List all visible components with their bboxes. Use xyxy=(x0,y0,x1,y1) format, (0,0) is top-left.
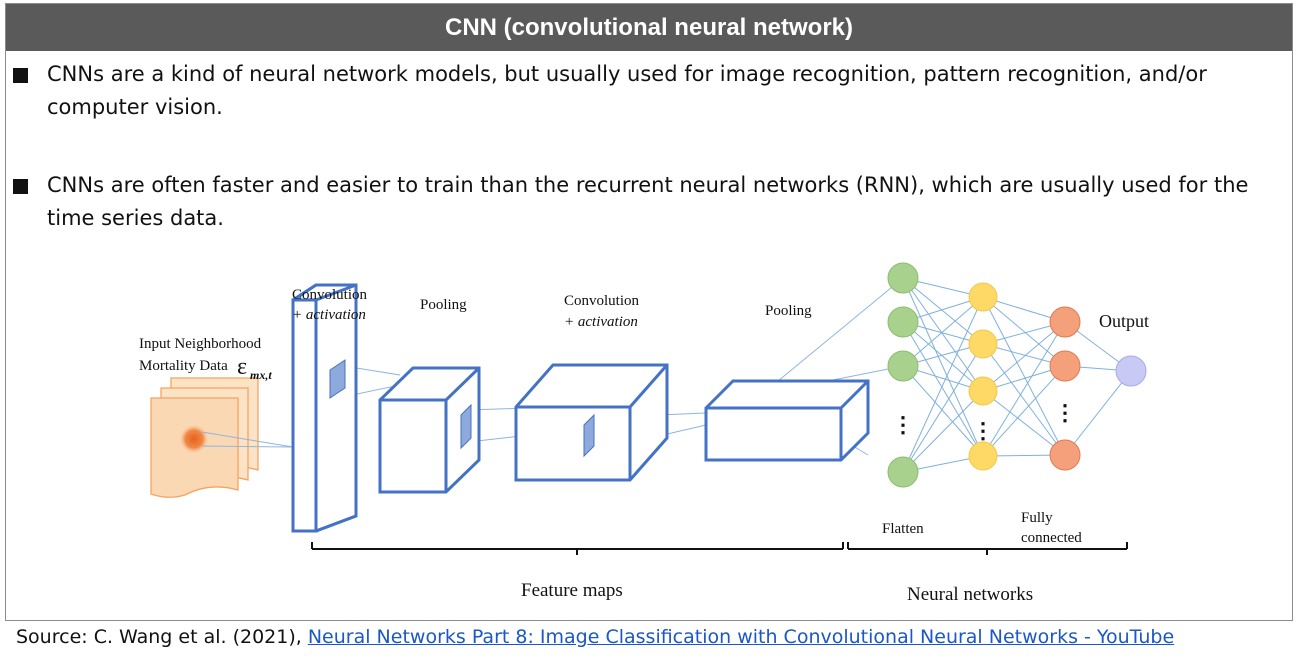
fully-label-line1: Fully xyxy=(1021,510,1053,526)
pool1-label: Pooling xyxy=(420,297,467,313)
hidden-ellipsis: ⋮ xyxy=(972,418,994,443)
conv1-activation-label: + activation xyxy=(292,307,366,323)
source-prefix: Source: C. Wang et al. (2021), xyxy=(16,626,308,648)
bullet-square-icon xyxy=(13,68,28,83)
pool1-box xyxy=(378,366,481,494)
conv2-label: Convolution xyxy=(564,293,640,309)
hidden-node xyxy=(968,329,998,359)
output-label: Output xyxy=(1099,311,1149,331)
flatten-node xyxy=(887,456,919,488)
input-symbol-subscript: mx,t xyxy=(250,368,272,382)
flatten-node xyxy=(887,350,919,382)
pool2-label: Pooling xyxy=(765,303,812,319)
source-citation: Source: C. Wang et al. (2021), Neural Ne… xyxy=(16,622,1174,652)
bullet-text: CNNs are a kind of neural network models… xyxy=(47,62,1207,119)
conv2-kernel xyxy=(583,413,595,458)
fc-node xyxy=(1049,350,1081,382)
slide-title: CNN (convolutional neural network) xyxy=(6,4,1292,51)
conv1-kernel xyxy=(329,359,346,399)
flatten-label: Flatten xyxy=(882,521,924,537)
fc-node xyxy=(1049,306,1081,338)
input-label-line1: Input Neighborhood xyxy=(139,336,262,352)
input-data-stack xyxy=(150,377,259,498)
slide-frame: CNN (convolutional neural network) xyxy=(5,3,1293,621)
fc-ellipsis: ⋮ xyxy=(1054,400,1076,425)
flatten-ellipsis: ⋮ xyxy=(892,412,914,437)
pool2-box xyxy=(704,379,870,462)
conv1-label: Convolution xyxy=(292,287,368,303)
bullet-square-icon xyxy=(13,179,28,194)
conv1-slab xyxy=(291,283,358,533)
pool1-kernel xyxy=(460,403,472,450)
hidden-node xyxy=(968,441,998,471)
flatten-node xyxy=(887,306,919,338)
input-hotspot xyxy=(179,424,209,454)
fc-layer xyxy=(1049,306,1081,471)
conv2-activation-label: + activation xyxy=(564,314,638,330)
hidden-layer xyxy=(968,282,998,471)
input-label-line2: Mortality Data xyxy=(139,358,228,374)
bullet-text: CNNs are often faster and easier to trai… xyxy=(47,173,1249,230)
neural-networks-label: Neural networks xyxy=(907,584,1033,605)
output-node xyxy=(1115,355,1147,387)
hidden-node xyxy=(968,282,998,312)
neural-networks-brace xyxy=(847,542,1128,555)
fc-node xyxy=(1049,439,1081,471)
flatten-layer xyxy=(887,262,919,488)
feature-maps-label: Feature maps xyxy=(521,580,623,601)
feature-maps-brace xyxy=(311,542,844,555)
fully-label-line2: connected xyxy=(1021,530,1082,546)
input-symbol: ε xyxy=(237,354,247,380)
flatten-node xyxy=(887,262,919,294)
nn-connections xyxy=(902,277,1132,473)
hidden-node xyxy=(968,376,998,406)
source-link[interactable]: Neural Networks Part 8: Image Classifica… xyxy=(307,626,1175,648)
